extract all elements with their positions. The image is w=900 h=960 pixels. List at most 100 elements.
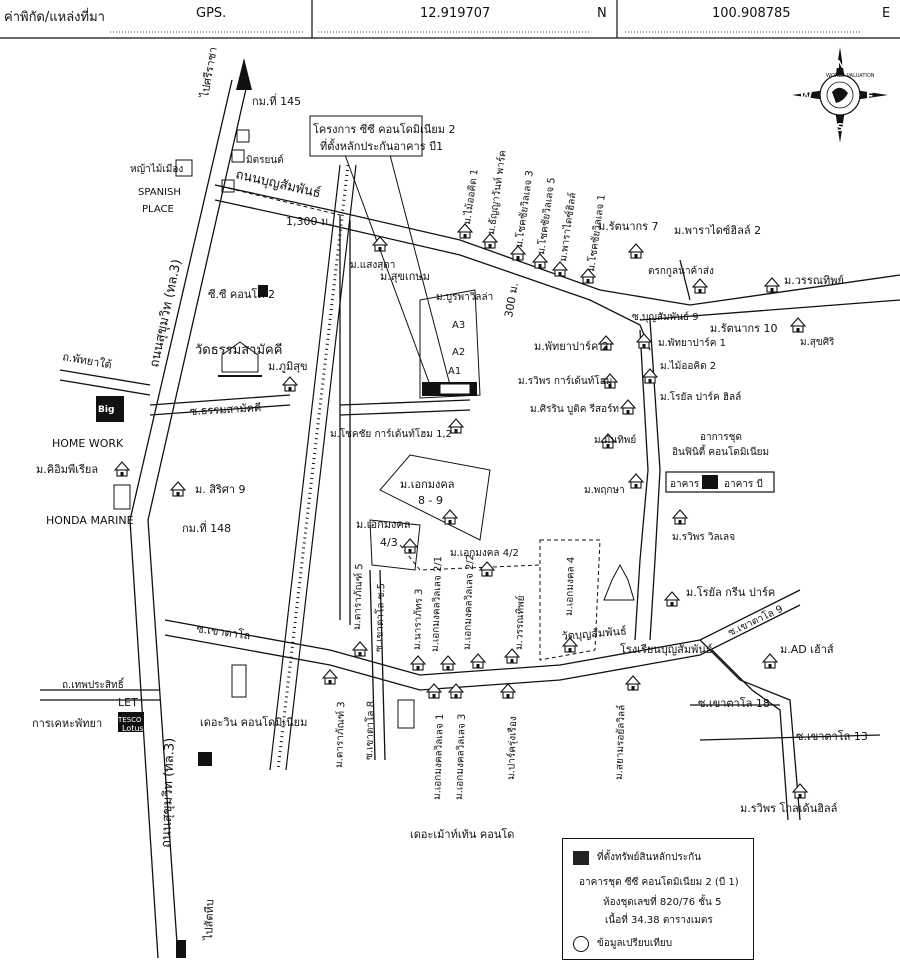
label-maiorchid1: ม.ไม้ออคิด 1 [461, 168, 481, 225]
label-boonsamphan-rd: ถนนบุญสัมพันธ์ [234, 166, 322, 201]
house-icons [114, 223, 808, 799]
label-soi-kt18: ซ.เขาตาโล 18 [698, 696, 770, 710]
label-naraphat3: ม.นาราภัทร 3 [412, 588, 425, 650]
label-infinity2: อินฟินิตี้ คอนโดมิเนียม [672, 444, 769, 458]
compass-n: N [836, 58, 845, 71]
legend-line2: อาคารชุด ซีซี คอนโดมิเนียม 2 (บี 1) [579, 877, 739, 888]
label-paradise2: ม.พาราไดซ์ฮิลล์ 2 [674, 224, 761, 237]
label-ekm-v-1: ม.เอกมงคลวิลเลจ 1 [432, 714, 446, 801]
soi-dhamma-road [149, 394, 291, 406]
legend-line1: ที่ตั้งทรัพย์สินหลักประกัน [597, 852, 702, 863]
house-icon [792, 783, 808, 799]
label-rattanakorn10: ม.รัตนากร 10 [710, 322, 778, 335]
header-bar: ค่าพิกัด/แหล่งที่มา GPS. 12.919707 N 100… [0, 0, 900, 40]
label-krakoon: ตรกกูลนาค้าส่ง [648, 265, 714, 277]
label-sukhumvit2: ถนนสุขุมวิท (ทล.3) [159, 738, 178, 849]
label-wannathip: ม.วรรณทิพย์ [784, 274, 844, 287]
label-infinity1: อาการชุด [700, 432, 742, 443]
label-soi-kt5: ซ.เขาตาโล ซ.5 [372, 583, 387, 652]
label-sirin: ม.ศิรริน บูติค รีสอร์ท [530, 403, 619, 415]
label-dara5: ม.ดาราภัณฑ์ 5 [351, 563, 365, 630]
label-to-sattahip: ไปสัตหีบ [202, 899, 216, 941]
longitude-dir: E [882, 6, 891, 21]
house-icon [628, 243, 644, 259]
label-ad-house: ม.AD เฮ้าส์ [780, 643, 834, 656]
compass-ring-text: WORLD VALUATION [826, 73, 875, 79]
label-thepprasit: ถ.เทพประสิทธิ์ [62, 677, 125, 691]
source-value: GPS. [196, 6, 227, 21]
house-icon [114, 461, 130, 477]
house-icon [625, 675, 641, 691]
label-soi-khaotalo: ซ.เขาตาโล [196, 621, 252, 642]
legend-line5: ข้อมูลเปรียบเทียบ [597, 938, 673, 949]
location-label: ค่าพิกัด/แหล่งที่มา [4, 10, 105, 25]
house-icon [479, 561, 495, 577]
legend-line3: ห้องชุดเลขที่ 820/76 ชั้น 5 [603, 897, 722, 908]
label-cc-condo: ซี.ซี คอนโด 2 [208, 287, 275, 301]
label-the-win: เดอะวิน คอนโดมิเนียม [200, 715, 307, 729]
arrow-north-icon [236, 58, 252, 90]
house-icon [170, 481, 186, 497]
latitude-dir: N [597, 6, 607, 21]
label-the-mountain: เดอะเม้าท์เท้น คอนโด [410, 827, 514, 841]
arrow-south-icon [176, 940, 186, 958]
compass-w: W [800, 90, 812, 103]
longitude-value: 100.908785 [712, 6, 791, 21]
khaotalo-road-north [164, 589, 801, 676]
house-icon [440, 655, 456, 671]
label-sanyaharn: ม.ธัญญาวันท์ พาร์ค [485, 150, 509, 236]
khaotalo-road-south [164, 604, 801, 691]
house-icon [322, 669, 338, 685]
map-legend: ที่ตั้งทรัพย์สินหลักประกัน อาคารชุด ซีซี… [562, 838, 754, 960]
sukhumvit-road-west [129, 79, 233, 958]
label-maiorchid2: ม.ไม้ออคิด 2 [660, 360, 716, 372]
collateral-square-icon [573, 851, 589, 865]
compass-letters: N S E W WORLD VALUATION [800, 58, 875, 134]
label-dist-300: 300 ม. [502, 282, 521, 319]
project-site [419, 289, 481, 399]
misc-symbols [96, 58, 775, 958]
label-pattaya-park1: ม.พัทยาปาร์ค 1 [658, 337, 726, 349]
label-ekm89: 8 - 9 [418, 494, 443, 507]
house-icon [500, 683, 516, 699]
label-homework: HOME WORK [52, 437, 124, 450]
house-icon [628, 473, 644, 489]
label-lotus: Lotus [122, 724, 144, 733]
label-dara3: ม.ดาราภัณฑ์ 3 [333, 701, 347, 768]
label-a3: A3 [452, 320, 465, 331]
house-icon [642, 368, 658, 384]
compass-s: S [836, 121, 844, 134]
map-labels: กม.ที่ 145 ไปศรีราชา โครงการ ซีซี คอนโดม… [32, 46, 868, 941]
label-soi-kt8: ซ.เขาตาโล 8 [362, 701, 377, 760]
compass-e: E [866, 90, 874, 103]
label-bldg-b: อาคาร บี [724, 478, 763, 490]
label-wannathip2: ม.วรรณทิพย์ [513, 595, 527, 650]
latitude-value: 12.919707 [420, 6, 491, 21]
label-ekmongkol89: ม.เอกมงคล [400, 478, 455, 491]
house-icon [410, 655, 426, 671]
label-ravipon-gh: ม.รวิพร โกลเด้นฮิลล์ [740, 801, 837, 815]
label-honda: HONDA MARINE [46, 514, 134, 527]
label-wat-dhamma: วัดธรรมสามัคคี [195, 342, 282, 358]
soi-boonsamphan-9 [639, 299, 900, 321]
boonsamphan-road-south [214, 199, 651, 351]
label-wat-boon: วัดบุญสัมพันธ์ [561, 624, 627, 643]
khaotalo-east-branch [699, 639, 801, 821]
label-soi-kt13: ซ.เขาตาโล 13 [796, 729, 868, 743]
label-kiwi: ม.คิอิมพีเรียล [36, 463, 98, 476]
label-km148: กม.ที่ 148 [182, 520, 231, 535]
house-icon [402, 538, 418, 554]
label-ekm42: ม.เอกมงคล 4/2 [450, 548, 519, 559]
label-pattaya-park2: ม.พัทยาปาร์ค 2 [534, 340, 609, 353]
label-a1: A1 [448, 366, 461, 377]
temple-icon [221, 341, 259, 373]
label-nya: หญ้าไม้เมือง [130, 163, 183, 175]
label-rattanakorn7: ม.รัตนากร 7 [598, 220, 659, 233]
house-icon [504, 648, 520, 664]
label-royal-hill: ม.โรยัล ปาร์ค ฮิลล์ [660, 390, 741, 403]
label-to-sriracha: ไปศรีราชา [198, 46, 220, 100]
label-school: โรงเรียนบุญสัมพันธ์ [620, 642, 713, 656]
label-phumisuk: ม.ภูมิสุข [268, 360, 307, 373]
label-big: Big [98, 405, 114, 415]
